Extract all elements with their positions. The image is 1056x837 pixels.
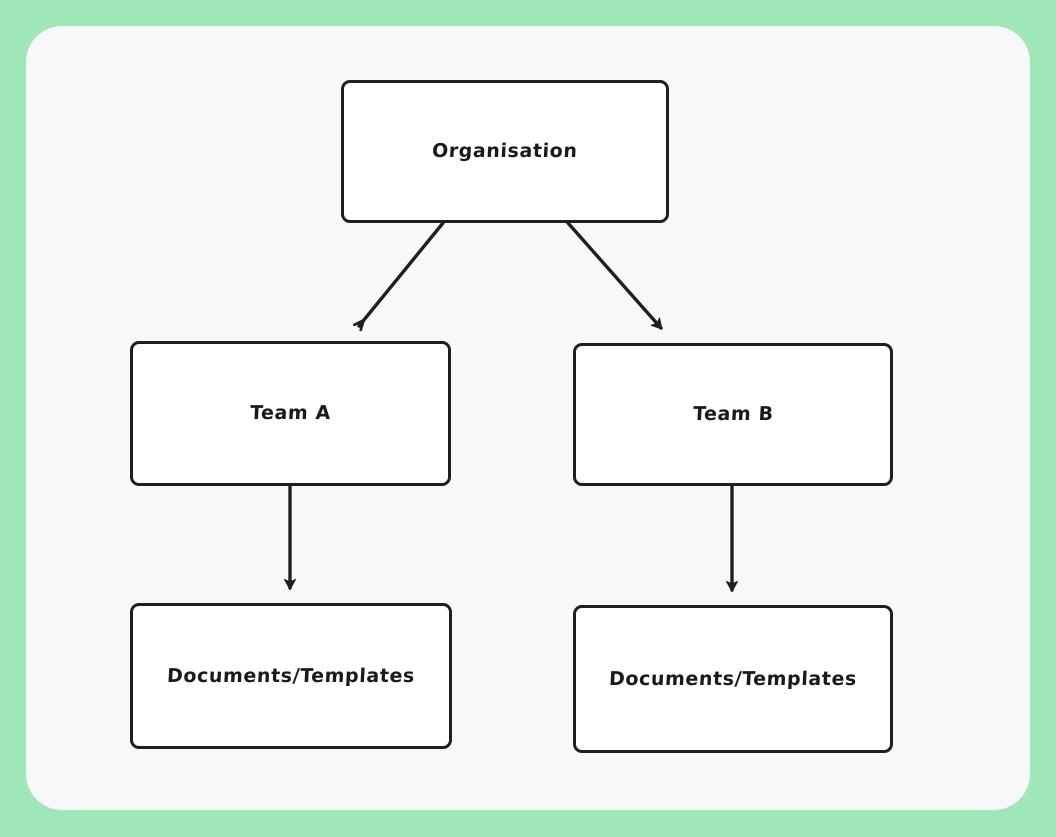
node-documents-templates-b-label: Documents/Templates	[608, 667, 858, 690]
node-organisation[interactable]: Organisation	[341, 80, 669, 223]
node-documents-templates-b[interactable]: Documents/Templates	[573, 605, 893, 753]
node-documents-templates-a-label: Documents/Templates	[166, 664, 416, 687]
node-team-a[interactable]: Team A	[130, 341, 451, 486]
node-documents-templates-a[interactable]: Documents/Templates	[130, 603, 452, 749]
node-team-b-label: Team B	[692, 403, 774, 426]
node-team-a-label: Team A	[249, 402, 332, 425]
node-organisation-label: Organisation	[431, 140, 579, 163]
node-team-b[interactable]: Team B	[573, 343, 893, 486]
